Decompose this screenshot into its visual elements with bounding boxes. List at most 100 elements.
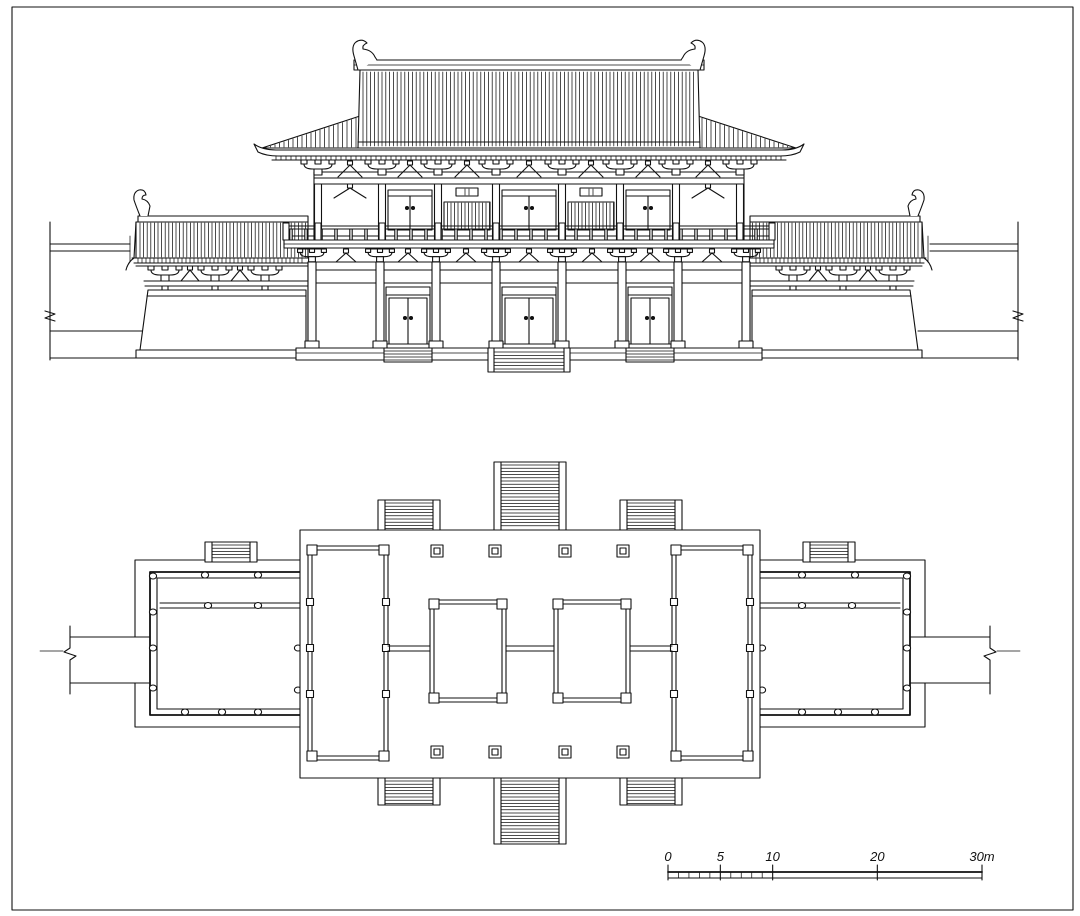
column-circle <box>217 708 227 716</box>
corner-column <box>428 692 440 704</box>
side-steps <box>383 347 433 363</box>
inverted-v-brace <box>578 160 604 178</box>
bracket-block <box>672 159 680 165</box>
bracket-cap-block <box>671 168 681 176</box>
bracket-set <box>875 265 911 282</box>
left-corridor-wall <box>44 221 143 361</box>
scale-bar: 0 5 10 20 30m <box>664 849 995 881</box>
lower-column <box>557 261 567 343</box>
bracket-set <box>730 248 761 263</box>
bracket-block <box>825 265 833 271</box>
door-knob <box>529 315 535 321</box>
corner-column <box>306 544 318 556</box>
bracket-block <box>492 248 500 253</box>
column-circle <box>148 644 158 652</box>
center-left-room <box>428 598 508 704</box>
scale-label-0: 0 <box>664 849 672 864</box>
bracket-block <box>175 265 183 271</box>
column-circle <box>797 601 807 610</box>
wall-column <box>745 689 755 699</box>
bracket-block <box>839 265 847 271</box>
bracket-block <box>750 159 758 165</box>
baluster <box>409 228 413 241</box>
bracket-block <box>674 248 682 253</box>
bottom-right-steps <box>619 777 683 806</box>
baluster <box>514 228 518 241</box>
baluster <box>709 228 713 241</box>
baluster <box>589 228 593 241</box>
wing-roof-face <box>135 221 309 259</box>
brace-block <box>814 265 822 271</box>
lower-column <box>741 261 751 343</box>
brace-block <box>587 160 595 166</box>
wing-roof-face <box>749 221 923 259</box>
column-circle <box>253 601 263 610</box>
corner-column <box>378 750 390 762</box>
scale-label-3: 20 <box>869 849 885 864</box>
brace-block <box>462 248 470 254</box>
brace-block <box>346 183 354 189</box>
column-base <box>428 340 444 349</box>
bracket-block <box>775 265 783 271</box>
bracket-cap-block <box>735 168 745 176</box>
stair-outline <box>619 777 683 806</box>
baluster <box>289 228 293 241</box>
inverted-v-brace <box>397 248 419 263</box>
brace-block <box>404 248 412 254</box>
bracket-block <box>803 265 811 271</box>
inverted-v-brace <box>639 248 661 263</box>
column-base <box>614 340 630 349</box>
bracket-block <box>261 265 269 271</box>
wing-wall-inner <box>759 577 904 710</box>
inverted-v-brace <box>516 160 542 178</box>
baluster <box>304 228 308 241</box>
brace-block <box>588 248 596 254</box>
door-knob <box>402 315 408 321</box>
brace-block <box>463 160 471 166</box>
bottom-left-steps <box>377 777 441 806</box>
wing-plinth <box>751 349 923 359</box>
bracket-set <box>147 265 183 282</box>
wall-column <box>745 597 755 607</box>
bracket-cap-block <box>210 274 220 282</box>
column-base <box>372 340 388 349</box>
column-circle <box>833 708 843 716</box>
wing-wall-inner <box>156 577 301 710</box>
baluster <box>394 228 398 241</box>
door-knob <box>650 315 656 321</box>
door-knob <box>408 315 414 321</box>
upper-door-3 <box>625 189 671 231</box>
inverted-v-brace <box>808 265 828 282</box>
free-column-core <box>433 748 441 756</box>
column-circle <box>203 601 213 610</box>
center-steps <box>487 347 571 373</box>
bracket-cap-block <box>492 256 500 263</box>
free-column-core <box>561 547 569 555</box>
door-knob <box>644 315 650 321</box>
room-wall-inner <box>433 603 503 699</box>
baluster <box>604 228 608 241</box>
free-column-core <box>561 748 569 756</box>
bracket-cap-block <box>432 256 440 263</box>
bracket-block <box>275 265 283 271</box>
bracket-block <box>225 265 233 271</box>
bracket-set <box>364 248 396 263</box>
right-corridor-wall <box>917 221 1024 361</box>
brace-block <box>704 160 712 166</box>
inverted-v-brace <box>691 183 725 199</box>
right-side-wing <box>749 189 933 359</box>
bracket-block <box>492 159 500 165</box>
column-circle <box>200 571 210 579</box>
railing-post <box>378 222 386 241</box>
baluster <box>334 228 338 241</box>
door-knob <box>404 205 410 211</box>
wing-wall-outer <box>759 571 911 716</box>
corner-column <box>496 692 508 704</box>
free-column-core <box>491 547 499 555</box>
inverted-v-brace <box>581 248 603 263</box>
inverted-v-brace <box>454 160 480 178</box>
corridor-break-mark <box>983 625 997 695</box>
corner-column <box>306 750 318 762</box>
free-column <box>616 745 630 759</box>
free-column <box>430 544 444 558</box>
